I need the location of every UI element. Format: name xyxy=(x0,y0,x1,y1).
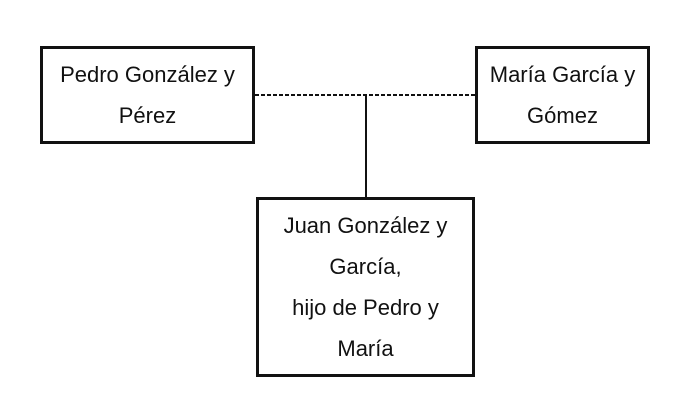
father-name-line-1: Pedro González y xyxy=(60,62,235,87)
child-relation-line-1: hijo de Pedro y xyxy=(292,295,439,320)
mother-node: María García y Gómez xyxy=(475,46,650,144)
child-name-line-1: Juan González y xyxy=(283,213,448,238)
mother-name-line-2: Gómez xyxy=(527,103,598,128)
child-name-line-2: García, xyxy=(329,254,402,279)
mother-name-line-1: María García y xyxy=(489,62,636,87)
child-node: Juan González y García, hijo de Pedro y … xyxy=(256,197,475,377)
child-relation-line-2: María xyxy=(337,336,394,361)
father-name-line-2: Pérez xyxy=(118,103,177,128)
father-node: Pedro González y Pérez xyxy=(40,46,255,144)
